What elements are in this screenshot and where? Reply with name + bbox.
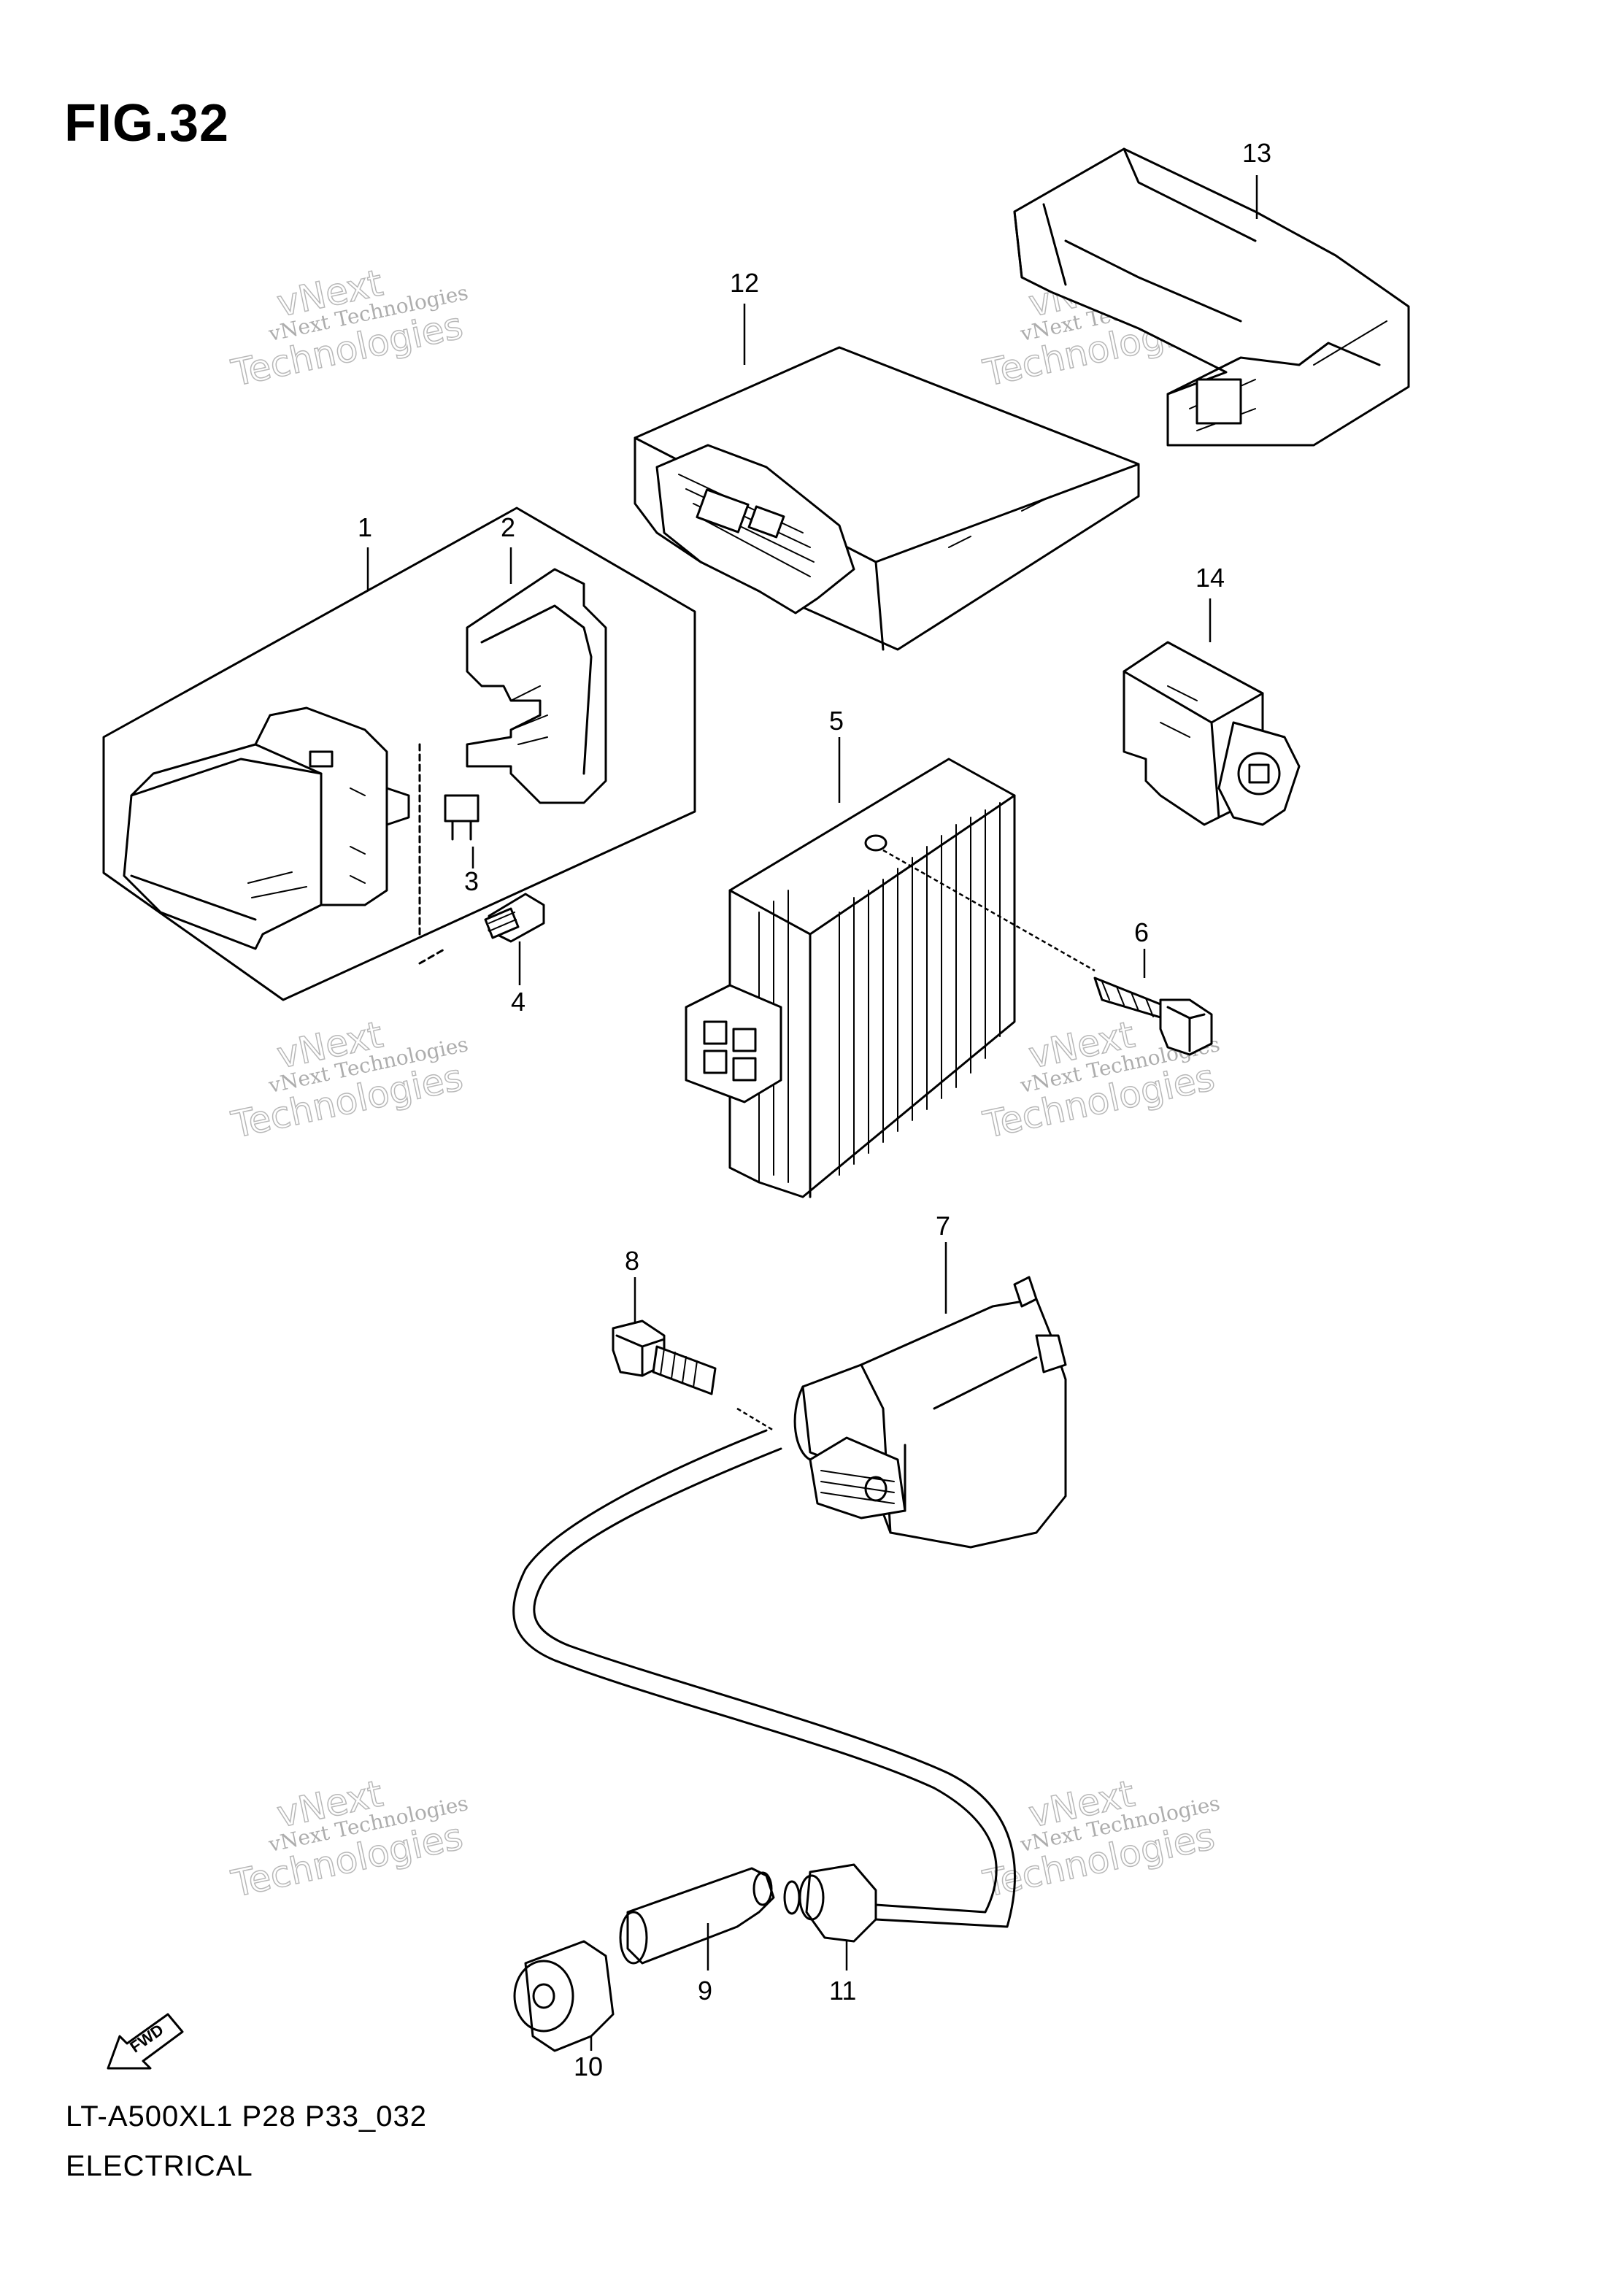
- callout-9: 9: [698, 1976, 712, 2006]
- assembly-frame: [102, 506, 696, 1001]
- watermark-mid-left: vNext vNext Technologies Technologies: [227, 1013, 470, 1147]
- callout-numbers: 1 2 3 4 5 6 7 8 9 10 11 12 13 14: [358, 138, 1271, 2081]
- callout-14: 14: [1195, 563, 1225, 593]
- connector-coupler: [1123, 641, 1301, 826]
- callout-10: 10: [574, 2052, 603, 2081]
- plug-boot: [513, 1940, 615, 2052]
- callout-leaders: [366, 175, 1258, 2051]
- watermark-top-left: vNext vNext Technologies Technologies: [227, 261, 470, 396]
- callout-12: 12: [730, 268, 759, 298]
- bolt-regulator: [1093, 976, 1213, 1056]
- regulator-rectifier: [685, 758, 1096, 1198]
- ignition-coil: [793, 1276, 1067, 1549]
- watermark-bottom-left: vNext vNext Technologies Technologies: [227, 1772, 470, 1906]
- fwd-direction-arrow: FWD: [107, 2013, 184, 2070]
- callout-13: 13: [1242, 138, 1271, 168]
- screw: [484, 893, 545, 943]
- relay-body: [123, 706, 410, 950]
- ecm-cover: [1013, 147, 1410, 447]
- callout-11: 11: [829, 1976, 856, 2006]
- spark-plug-cap: [619, 1867, 775, 1965]
- fuse: [444, 794, 480, 841]
- ecm-unit: [634, 346, 1140, 651]
- callout-3: 3: [464, 866, 479, 896]
- callout-2: 2: [501, 512, 515, 542]
- starter-relay-assembly: [102, 506, 696, 1001]
- callout-7: 7: [936, 1211, 950, 1241]
- high-tension-lead: [512, 1407, 1016, 1928]
- relay-cover: [466, 568, 607, 804]
- plug-cap-seal: [783, 1863, 877, 1943]
- callout-8: 8: [625, 1246, 639, 1276]
- callout-4: 4: [511, 987, 525, 1017]
- section-label: ELECTRICAL: [66, 2150, 253, 2182]
- figure-title: FIG.32: [64, 94, 230, 153]
- diagram-code: LT-A500XL1 P28 P33_032: [66, 2100, 427, 2133]
- callout-6: 6: [1134, 917, 1149, 947]
- callout-5: 5: [829, 706, 844, 736]
- bolt-coil: [612, 1320, 717, 1395]
- callout-1: 1: [358, 512, 372, 542]
